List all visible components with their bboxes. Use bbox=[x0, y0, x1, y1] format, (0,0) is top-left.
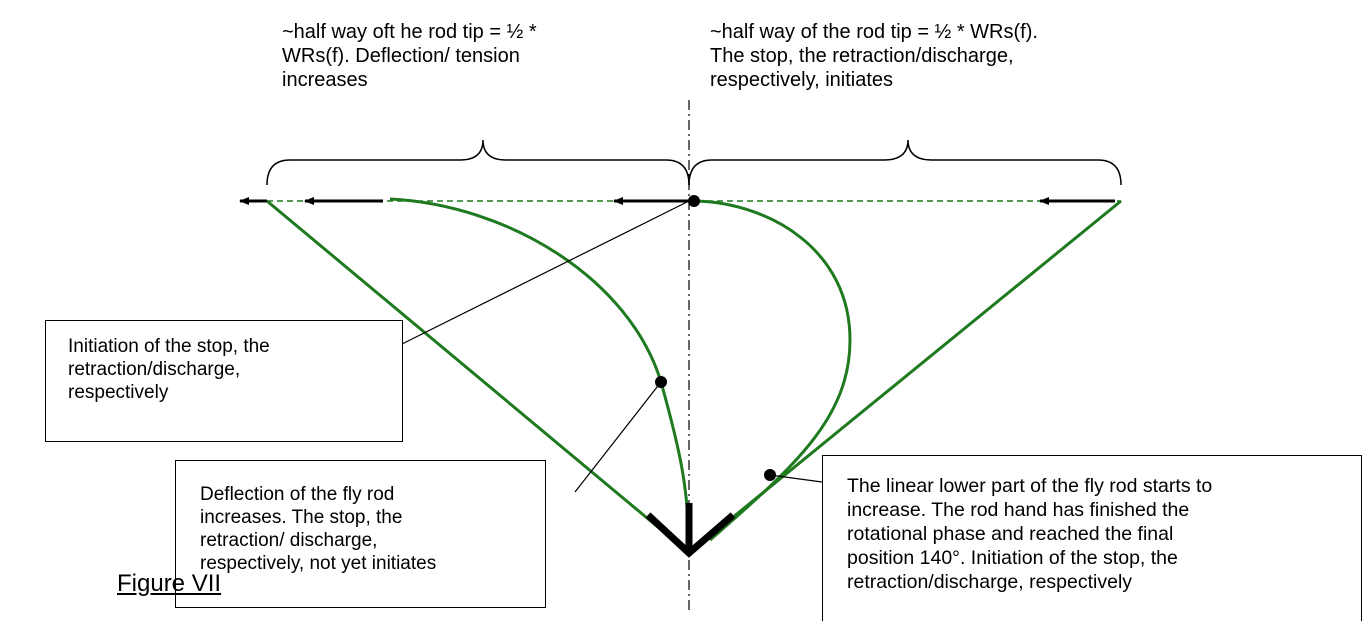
rod-bent-right bbox=[695, 199, 852, 542]
initiation-callout-text: Initiation of the stop, the retraction/d… bbox=[68, 336, 270, 403]
leader-linear bbox=[769, 474, 823, 483]
figure-label: Figure VII bbox=[117, 570, 222, 597]
deflection-callout-text: Deflection of the fly rod increases. The… bbox=[200, 484, 437, 574]
right-brace bbox=[688, 139, 1122, 186]
linear-part-callout-box: The linear lower part of the fly rod sta… bbox=[822, 455, 1362, 621]
leader-initiation bbox=[399, 200, 690, 346]
rod-straight-left bbox=[266, 199, 690, 555]
initiation-callout-box: Initiation of the stop, the retraction/d… bbox=[45, 320, 403, 442]
rod-handle bbox=[645, 503, 736, 558]
linear-part-callout-text: The linear lower part of the fly rod sta… bbox=[847, 475, 1213, 593]
tip-dot-center bbox=[688, 195, 700, 207]
left-brace bbox=[266, 139, 690, 186]
leader-deflection bbox=[574, 381, 662, 493]
rod-bent-left bbox=[389, 197, 691, 554]
right-top-annotation: ~half way of the rod tip = ½ * WRs(f). T… bbox=[710, 21, 1038, 91]
left-top-annotation: ~half way oft he rod tip = ½ * WRs(f). D… bbox=[282, 21, 537, 91]
deflection-callout-box: Deflection of the fly rod increases. The… bbox=[175, 460, 546, 608]
